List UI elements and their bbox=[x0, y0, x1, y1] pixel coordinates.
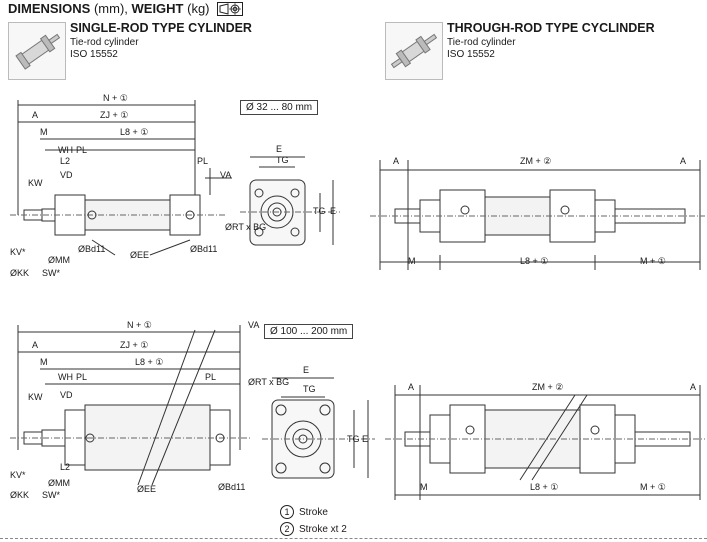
dimension-label: KV* bbox=[10, 470, 26, 480]
single-rod-side-view-large bbox=[10, 325, 250, 486]
dimension-label: M bbox=[420, 482, 428, 492]
dimension-label: ØEE bbox=[130, 250, 149, 260]
dimension-label: A bbox=[393, 156, 399, 166]
dimension-label: PL bbox=[76, 145, 87, 155]
header-weight: WEIGHT bbox=[131, 1, 184, 16]
dimension-label: M + ① bbox=[640, 482, 666, 492]
dimension-label: TG bbox=[347, 434, 360, 444]
dimension-label: ØBd11 bbox=[78, 244, 105, 254]
header-unit-mm: (mm), bbox=[90, 1, 132, 16]
dimension-label: M bbox=[40, 357, 48, 367]
through-rod-subtitle: Tie-rod cylinder ISO 15552 bbox=[447, 37, 516, 61]
single-rod-standard: ISO 15552 bbox=[70, 49, 118, 60]
dimension-label: ZJ + ① bbox=[100, 110, 128, 120]
header-unit-kg: (kg) bbox=[183, 1, 210, 16]
dimension-label: VA bbox=[248, 320, 259, 330]
dimension-label: ØMM bbox=[48, 478, 70, 488]
dimension-label: ZM + ② bbox=[532, 382, 563, 392]
through-rod-type: Tie-rod cylinder bbox=[447, 37, 516, 48]
legend-stroke-symbol: 1 bbox=[280, 505, 294, 519]
dimension-label: M + ① bbox=[640, 256, 666, 266]
legend-stroke: 1 Stroke bbox=[280, 505, 328, 519]
dimension-label: E bbox=[330, 206, 336, 216]
single-rod-title: SINGLE-ROD TYPE CYLINDER bbox=[70, 21, 252, 35]
dimension-label: ØRT x BG bbox=[225, 222, 266, 232]
single-rod-subtitle: Tie-rod cylinder ISO 15552 bbox=[70, 37, 139, 61]
dimension-label: A bbox=[690, 382, 696, 392]
dimension-label: VD bbox=[60, 170, 73, 180]
dimension-label: A bbox=[680, 156, 686, 166]
dimension-label: PL bbox=[197, 156, 208, 166]
dimension-label: ØBd11 bbox=[190, 244, 217, 254]
dimension-label: L8 + ① bbox=[135, 357, 163, 367]
dimension-label: ØKK bbox=[10, 268, 29, 278]
dimension-label: KW bbox=[28, 178, 43, 188]
legend-stroke-x2-symbol: 2 bbox=[280, 522, 294, 536]
through-rod-title: THROUGH-ROD TYPE CYCLINDER bbox=[447, 21, 655, 35]
dimension-label: E bbox=[276, 144, 282, 154]
dimension-label: ØBd11 bbox=[218, 482, 245, 492]
legend-stroke-text: Stroke bbox=[299, 507, 328, 518]
dimension-label: TG bbox=[313, 206, 326, 216]
dimension-label: ZM + ② bbox=[520, 156, 551, 166]
dimension-label: ØRT x BG bbox=[248, 377, 289, 387]
dimension-label: A bbox=[32, 340, 38, 350]
dimension-label: TG bbox=[303, 384, 316, 394]
dimension-label: ZJ + ① bbox=[120, 340, 148, 350]
through-rod-photo bbox=[385, 22, 443, 80]
dimension-label: M bbox=[40, 127, 48, 137]
dimension-label: E bbox=[303, 365, 309, 375]
front-view-small bbox=[240, 156, 340, 246]
legend-stroke-x2-text: Stroke xt 2 bbox=[299, 524, 347, 535]
front-view-large bbox=[262, 377, 375, 479]
header-dimensions: DIMENSIONS bbox=[8, 1, 91, 16]
projection-symbol-icon bbox=[217, 2, 244, 19]
single-rod-photo bbox=[8, 22, 66, 80]
page-header: DIMENSIONS (mm), WEIGHT (kg) bbox=[8, 1, 244, 19]
dimension-label: L2 bbox=[60, 462, 70, 472]
dimension-label: SW* bbox=[42, 268, 60, 278]
dimension-label: ØEE bbox=[137, 484, 156, 494]
dimension-label: L8 + ① bbox=[520, 256, 548, 266]
through-rod-side-view-small bbox=[370, 160, 705, 270]
dimension-label: KW bbox=[28, 392, 43, 402]
dimension-label: M bbox=[408, 256, 416, 266]
legend-stroke-x2: 2 Stroke xt 2 bbox=[280, 522, 347, 536]
dimension-label: L2 bbox=[60, 156, 70, 166]
dimension-label: VD bbox=[60, 390, 73, 400]
dimension-label: KV* bbox=[10, 247, 26, 257]
dimension-label: SW* bbox=[42, 490, 60, 500]
through-rod-side-view-large bbox=[385, 385, 705, 500]
dimension-label: TG bbox=[276, 155, 289, 165]
dimension-label: N + ① bbox=[127, 320, 152, 330]
dimension-label: ØMM bbox=[48, 255, 70, 265]
dimension-label: ØKK bbox=[10, 490, 29, 500]
dimension-label: L8 + ① bbox=[120, 127, 148, 137]
bore-range-small: Ø 32 ... 80 mm bbox=[240, 100, 319, 115]
dimension-label: PL bbox=[205, 372, 216, 382]
bore-range-large: Ø 100 ... 200 mm bbox=[264, 324, 354, 339]
dimension-label: N + ① bbox=[103, 93, 128, 103]
dimension-label: A bbox=[32, 110, 38, 120]
dimension-label: WH bbox=[58, 372, 73, 382]
dimension-label: L8 + ① bbox=[530, 482, 558, 492]
dimension-label: A bbox=[408, 382, 414, 392]
dimension-label: WH bbox=[58, 145, 73, 155]
dimension-label: PL bbox=[76, 372, 87, 382]
page-bottom-rule bbox=[0, 538, 707, 539]
single-rod-side-view-small bbox=[10, 100, 232, 256]
dimension-label: VA bbox=[220, 170, 231, 180]
through-rod-standard: ISO 15552 bbox=[447, 49, 495, 60]
dimension-label: E bbox=[362, 434, 368, 444]
single-rod-type: Tie-rod cylinder bbox=[70, 37, 139, 48]
